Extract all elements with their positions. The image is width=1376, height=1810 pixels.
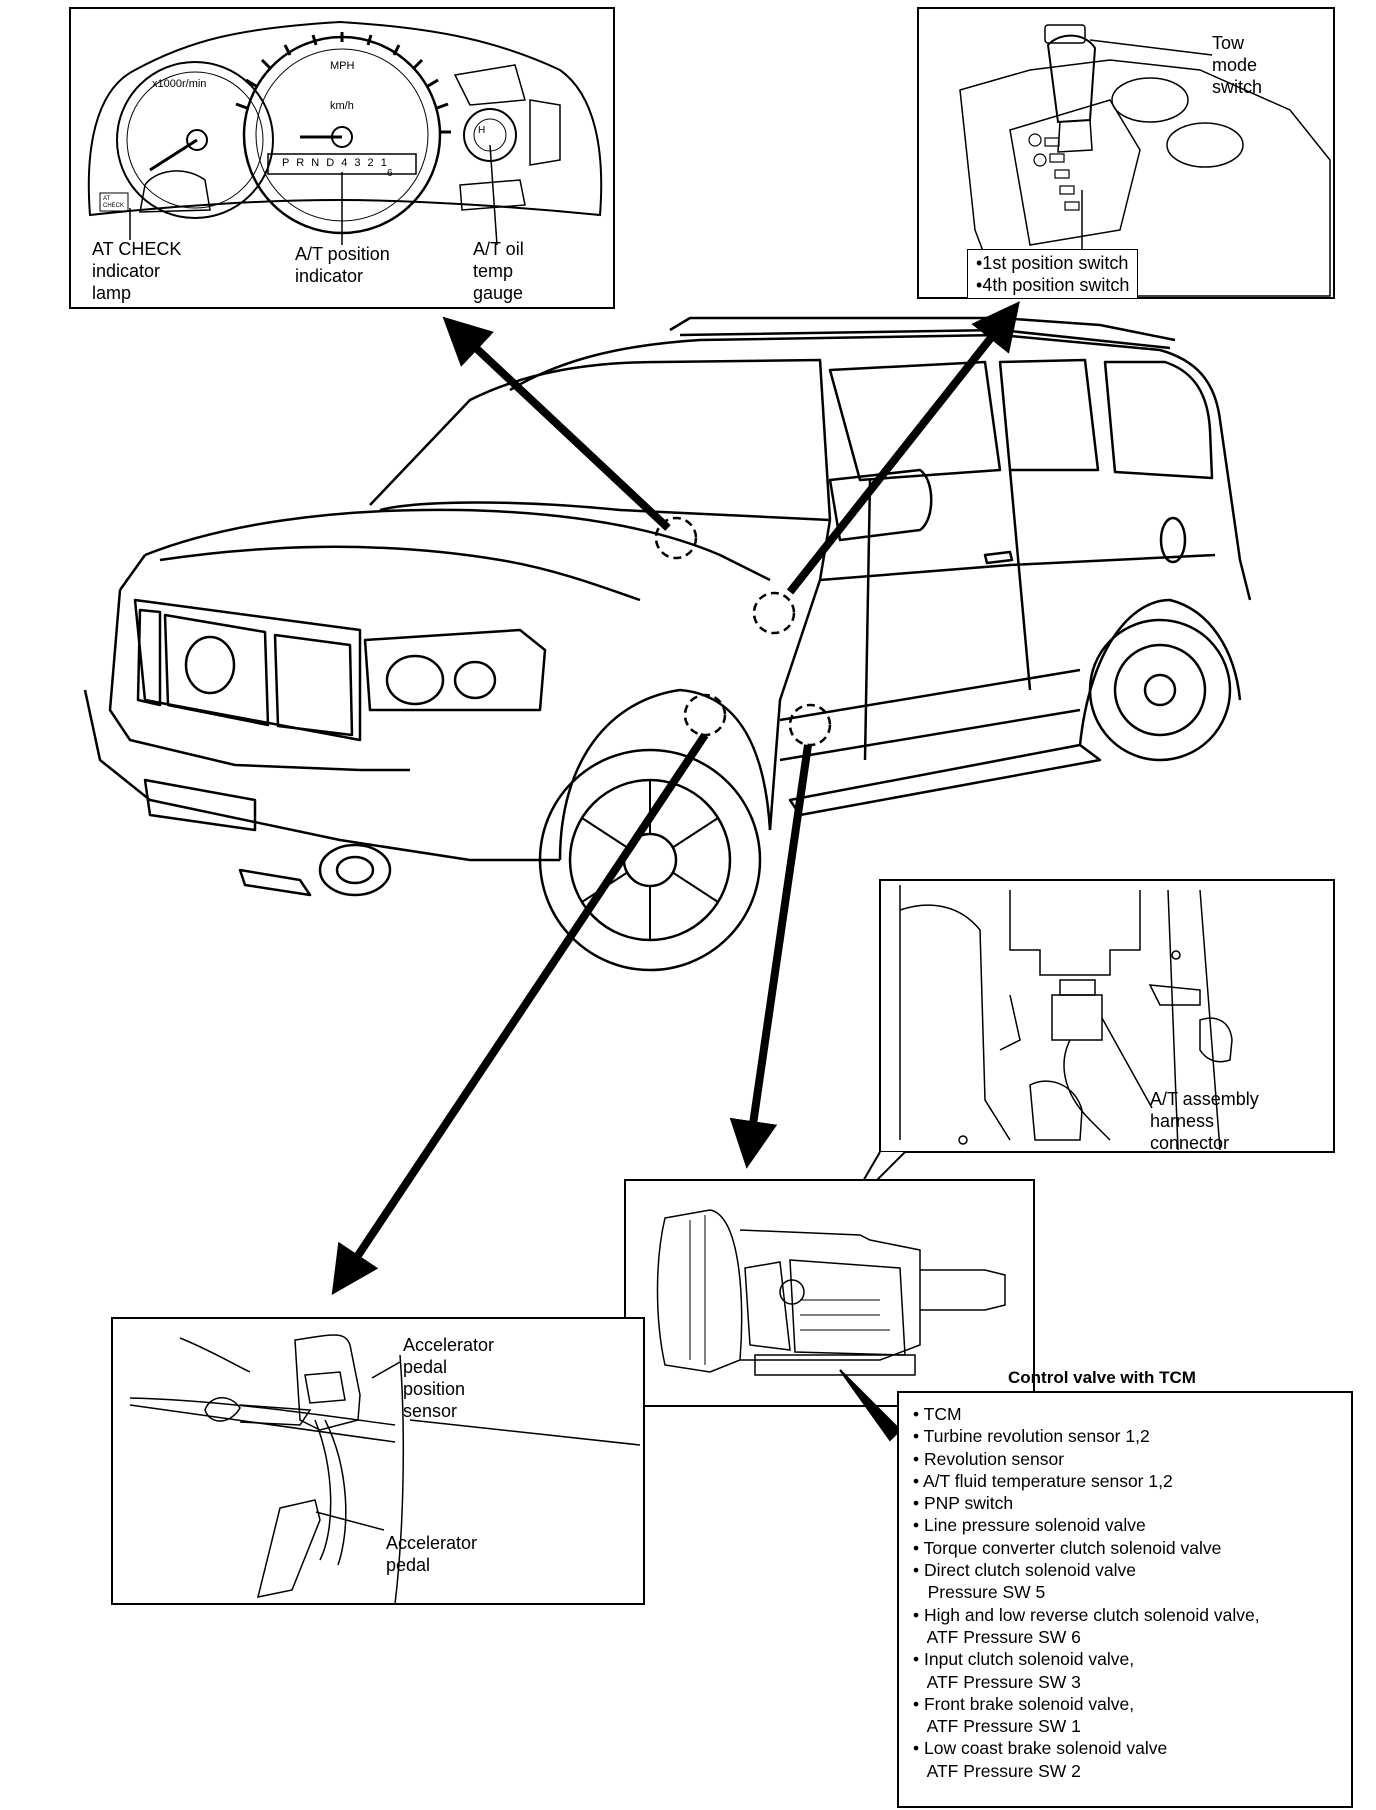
speedo-mph-label: MPH: [330, 60, 355, 72]
list-item: • Front brake solenoid valve,: [913, 1693, 1135, 1714]
list-item: • Line pressure solenoid valve: [913, 1515, 1146, 1536]
callout-tow-mode-switch: Tow mode switch: [1212, 33, 1263, 97]
vehicle-illustration: [83, 316, 1252, 972]
list-item: • A/T fluid temperature sensor 1,2: [913, 1470, 1173, 1491]
list-item: • Direct clutch solenoid valve: [913, 1560, 1137, 1581]
cluster-inset: H: [69, 7, 615, 309]
callout-accelerator-pedal-position-sensor: Accelerator pedal position sensor: [403, 1335, 495, 1421]
list-item: • Low coast brake solenoid valve: [913, 1738, 1168, 1759]
list-item: • Input clutch solenoid valve,: [913, 1649, 1135, 1670]
list-item: • Torque converter clutch solenoid valve: [913, 1537, 1222, 1558]
speedo-kmh-label: km/h: [330, 100, 354, 112]
control-valve-component-list: • TCM • Turbine revolution sensor 1,2 • …: [897, 1391, 1353, 1808]
list-item: • PNP switch: [913, 1493, 1014, 1514]
callout-arrows: [331, 301, 1020, 1295]
control-valve-caption: Control valve with TCM: [1008, 1368, 1196, 1387]
list-item: ATF Pressure SW 3: [913, 1671, 1081, 1692]
list-item: Pressure SW 5: [913, 1582, 1046, 1603]
gear-position-readout-sub: 6: [387, 168, 393, 179]
svg-text:H: H: [478, 125, 485, 136]
list-item: ATF Pressure SW 1: [913, 1716, 1081, 1737]
callout-position-switches: •1st position switch •4th position switc…: [967, 249, 1139, 299]
callout-at-position-indicator: A/T position indicator: [295, 244, 390, 286]
callout-at-check-lamp: AT CHECK indicator lamp: [92, 239, 182, 303]
gear-position-readout: P R N D 4 3 2 1: [282, 157, 389, 169]
list-item: • High and low reverse clutch solenoid v…: [913, 1604, 1260, 1625]
list-item: • Turbine revolution sensor 1,2: [913, 1426, 1150, 1447]
transmission-inset: [624, 1179, 1035, 1442]
callout-accelerator-pedal: Accelerator pedal: [386, 1533, 478, 1575]
pedal-inset: [111, 1317, 645, 1605]
at-check-lamp-icon: AT CHECK: [103, 196, 125, 209]
callout-at-assembly-harness-connector: A/T assembly harness connector: [1150, 1089, 1259, 1153]
list-item: • Revolution sensor: [913, 1448, 1065, 1469]
harness-inset: [844, 879, 1335, 1213]
callout-at-oil-temp-gauge: A/T oil temp gauge: [473, 239, 524, 303]
list-item: ATF Pressure SW 2: [913, 1760, 1081, 1781]
list-item: ATF Pressure SW 6: [913, 1626, 1081, 1647]
tach-scale-label: x1000r/min: [152, 78, 207, 90]
list-item: • TCM: [913, 1404, 962, 1424]
tachometer-icon: [116, 61, 274, 219]
fuel-temp-gauges-icon: H: [453, 64, 561, 211]
